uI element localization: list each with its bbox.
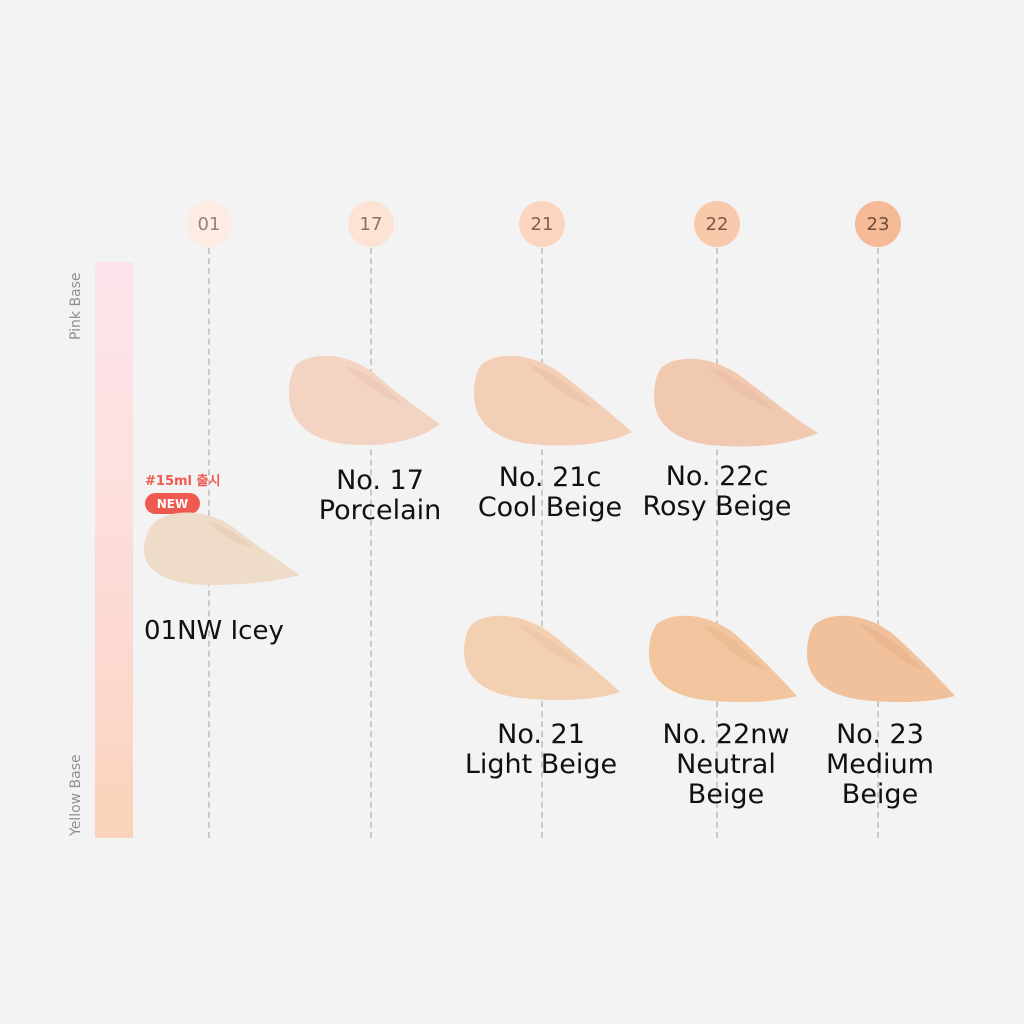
new-badge: NEW [145,493,200,514]
swatch-neutral-beige [649,615,797,703]
pink-base-label: Pink Base [68,272,84,340]
swatch-rosy-beige [654,358,818,447]
shade-title-light-beige: Light Beige [464,749,618,780]
shade-name-cool-beige: No. 21c Cool Beige [478,463,622,523]
shade-name-porcelain: No. 17 Porcelain [319,466,441,526]
yellow-base-label: Yellow Base [68,754,84,836]
promo-text: #15ml 출시 [145,474,221,489]
guide-line-21 [541,248,543,838]
shade-circle-22: 22 [694,201,740,247]
shade-title-rosy-beige: Rosy Beige [642,491,792,522]
swatch-cool-beige [474,355,632,446]
guide-line-17 [370,248,372,838]
shade-number-22nw: No. 22nw [662,719,790,750]
swatch-medium-beige [807,615,955,703]
undertone-gradient-bar [95,262,133,838]
shade-circle-21: 21 [519,201,565,247]
guide-line-23 [877,248,879,838]
shade-title-porcelain: Porcelain [318,495,442,526]
shade-title-medium-beige: Beige [841,779,919,810]
shade-title-cool-beige: Cool Beige [477,492,623,523]
shade-name-light-beige: No. 21 Light Beige [465,720,617,780]
shade-name-neutral-beige: No. 22nw Neutral Beige [663,720,790,810]
shade-circle-01: 01 [186,201,232,247]
swatch-porcelain [289,355,440,446]
shade-title-neutral: Neutral [676,749,776,780]
shade-circle-17: 17 [348,201,394,247]
shade-title-beige: Beige [687,779,765,810]
shade-number-21: No. 21 [497,719,585,750]
shade-name-medium-beige: No. 23 Medium Beige [826,720,934,810]
swatch-light-beige [464,615,620,700]
shade-name-icey: 01NW Icey [144,616,284,646]
shade-number-21c: No. 21c [498,462,602,493]
shade-number-22c: No. 22c [665,461,769,492]
shade-circle-23: 23 [855,201,901,247]
shade-number-17: No. 17 [336,465,424,496]
shade-title-medium: Medium [826,749,934,780]
swatch-icey [143,512,300,585]
guide-line-22 [716,248,718,838]
shade-name-rosy-beige: No. 22c Rosy Beige [642,462,791,522]
shade-number-23: No. 23 [836,719,924,750]
